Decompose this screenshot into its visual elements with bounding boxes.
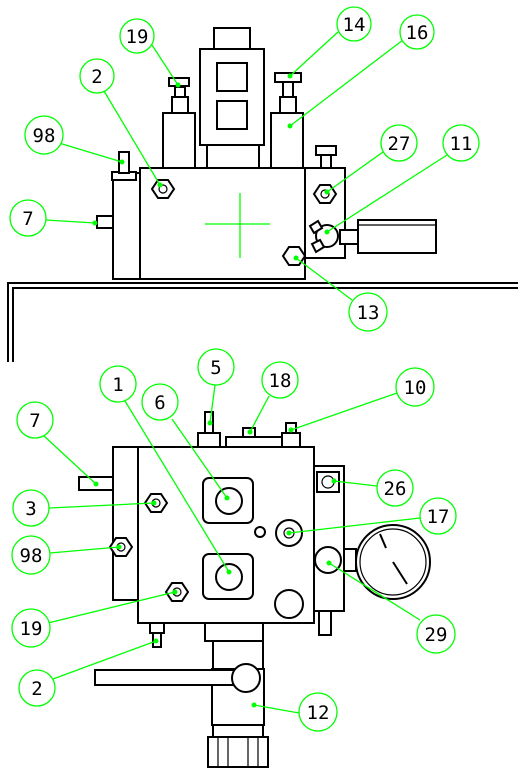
tube-nut [212, 640, 264, 670]
solenoid-cap [213, 27, 251, 50]
callout-6: 6 [141, 383, 230, 501]
callout-label: 27 [388, 133, 411, 155]
callout-98-front: 98 [11, 535, 122, 575]
front-right-stud [318, 610, 332, 636]
port-lower [215, 563, 243, 591]
callout-label: 18 [269, 370, 292, 392]
small-port [254, 526, 266, 538]
port-upper [215, 487, 243, 515]
callout-5: 5 [197, 348, 235, 426]
callout-label: 12 [307, 702, 330, 724]
pressure-gauge-inner [359, 528, 427, 596]
hex-plug-2 [150, 179, 176, 199]
handle-knob [231, 663, 261, 693]
callout-label: 19 [20, 618, 43, 640]
hex-plug-27-hole [320, 189, 330, 199]
callout-label: 98 [33, 125, 56, 147]
callout-19-front: 19 [11, 589, 178, 648]
callout-7-front: 7 [16, 401, 99, 487]
callout-10: 10 [288, 367, 435, 433]
stud-2-base [149, 622, 165, 634]
callout-label: 3 [25, 498, 36, 520]
tube-collar [204, 622, 264, 642]
callout-label: 13 [357, 302, 380, 324]
right-cap-stem [320, 153, 332, 169]
front-left-plate [112, 446, 141, 601]
callout-label: 5 [210, 357, 221, 379]
callout-label: 29 [425, 624, 448, 646]
left-cartridge [162, 112, 196, 169]
handle-bar [94, 669, 241, 686]
callout-label: 10 [404, 377, 427, 399]
gauge-needle [392, 561, 408, 585]
callout-label: 16 [406, 22, 429, 44]
right-cartridge [270, 112, 304, 169]
callout-18: 18 [247, 361, 299, 435]
callout-label: 1 [112, 374, 123, 396]
actuator-tab-top [308, 219, 324, 235]
callout-14: 14 [287, 6, 372, 79]
right-cartridge-stem [282, 81, 294, 98]
callout-label: 26 [384, 478, 407, 500]
callout-2-top: 2 [79, 58, 163, 188]
callout-26: 26 [331, 469, 414, 507]
callout-11: 11 [324, 124, 480, 235]
solenoid-window-bottom [216, 100, 248, 130]
callout-label: 2 [31, 678, 42, 700]
callout-12: 12 [251, 692, 338, 732]
callout-98-top: 98 [24, 115, 125, 165]
callout-label: 6 [154, 392, 165, 414]
callout-29: 29 [326, 560, 456, 654]
callout-13: 13 [293, 255, 388, 332]
callout-label: 17 [427, 506, 450, 528]
callout-1: 1 [99, 365, 232, 575]
base-plate-outer [7, 282, 518, 362]
hex-plug-2-hole [158, 184, 168, 194]
callout-label: 7 [29, 410, 40, 432]
left-cartridge-neck [171, 96, 189, 114]
callout-19-top: 19 [119, 18, 181, 88]
left-cartridge-stem [174, 86, 186, 98]
gauge-mark [379, 533, 387, 549]
left-fitting [96, 215, 114, 229]
right-cap-knob [315, 145, 337, 156]
callout-label: 2 [91, 66, 102, 88]
right-cartridge-neck [279, 96, 297, 114]
callout-3: 3 [12, 489, 157, 527]
callout-label: 11 [450, 133, 473, 155]
fitting-10-base [281, 432, 301, 448]
callout-27: 27 [324, 124, 418, 195]
callout-7-top: 7 [9, 199, 98, 237]
callout-16: 16 [287, 14, 435, 129]
port-29 [314, 546, 342, 574]
callout-17: 17 [286, 497, 457, 536]
callout-2-front: 2 [18, 638, 159, 707]
fitting-18-base [225, 436, 285, 448]
callout-label: 19 [126, 26, 149, 48]
lower-plug [274, 589, 304, 619]
left-end-cap [112, 172, 141, 280]
front-view: 5 18 10 1 6 7 3 [11, 348, 457, 768]
tube-fitting-bottom [207, 736, 269, 768]
fitting-5-base [197, 432, 221, 448]
gauge-stem [343, 548, 357, 572]
solenoid-window-top [216, 62, 248, 92]
actuator-tab-bottom [310, 238, 326, 254]
tube-fitting-top [212, 724, 264, 738]
callout-label: 14 [343, 14, 366, 36]
top-view: 19 14 16 2 98 27 11 [7, 6, 518, 362]
callout-label: 98 [20, 545, 43, 567]
base-plate-inner [12, 287, 518, 362]
callout-label: 7 [22, 208, 33, 230]
tower-base [206, 144, 260, 169]
